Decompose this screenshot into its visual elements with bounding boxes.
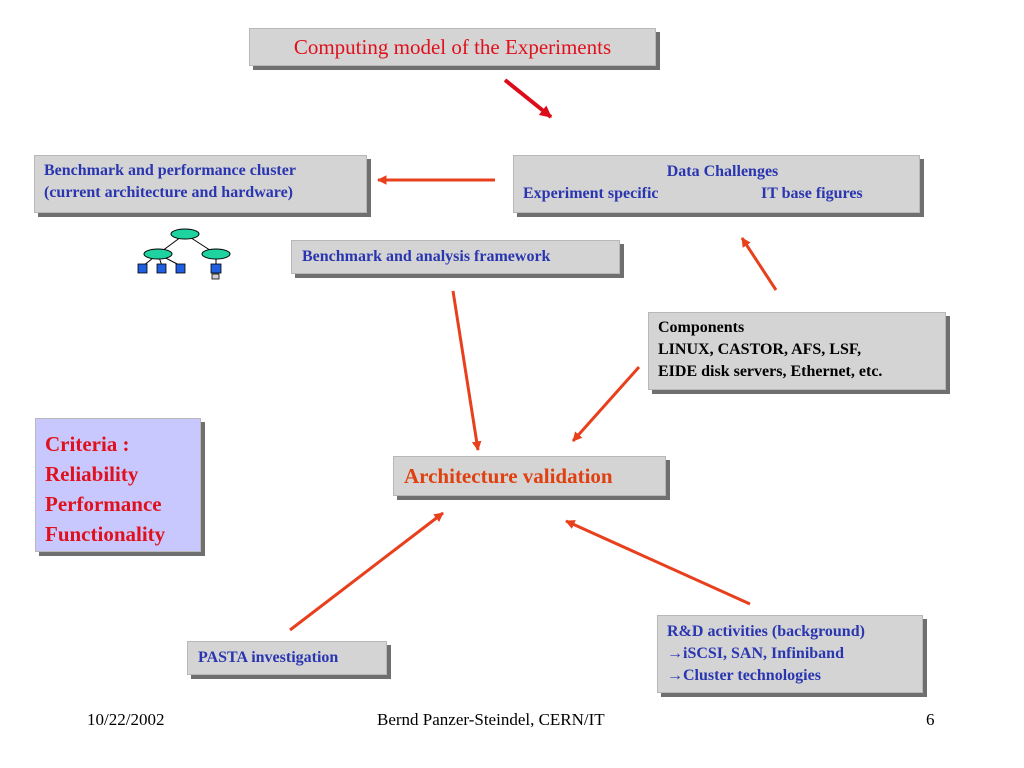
components-title: Components [658,319,745,336]
footer-date: 10/22/2002 [87,710,165,729]
criteria-item: Reliability [45,462,139,486]
arrow-rnd-to-architecture [565,519,751,606]
pasta-box: PASTA investigation [187,641,387,675]
rnd-title: R&D activities (background) [667,623,865,640]
arrow-pasta-to-architecture [289,511,444,632]
arrow-framework-to-architecture [451,290,482,451]
components-line1: LINUX, CASTOR, AFS, LSF, [658,341,862,358]
benchmark-cluster-line2: (current architecture and hardware) [44,184,293,201]
pasta-label: PASTA investigation [198,649,339,666]
framework-label: Benchmark and analysis framework [302,248,551,265]
components-box: Components LINUX, CASTOR, AFS, LSF, EIDE… [648,312,946,390]
rnd-box: R&D activities (background) →iSCSI, SAN,… [657,615,923,693]
slide-title: Computing model of the Experiments [293,35,612,59]
arrow-title-to-challenges [503,78,553,119]
network-tree-icon [137,228,231,280]
data-challenges-right: IT base figures [761,185,863,202]
page-number: 6 [926,710,935,729]
architecture-validation-label: Architecture validation [404,464,613,488]
benchmark-cluster-box: Benchmark and performance cluster (curre… [34,155,367,213]
rnd-line2: →Cluster technologies [667,667,821,684]
data-challenges-title: Data Challenges [666,163,779,180]
components-line2: EIDE disk servers, Ethernet, etc. [658,363,883,380]
framework-box: Benchmark and analysis framework [291,240,620,274]
criteria-box: Criteria : Reliability Performance Funct… [35,418,201,552]
arrow-components-to-challenges [740,237,778,291]
criteria-item: Performance [45,492,162,516]
footer-author: Bernd Panzer-Steindel, CERN/IT [377,710,605,729]
benchmark-cluster-line1: Benchmark and performance cluster [44,162,296,179]
rnd-line1: →iSCSI, SAN, Infiniband [667,645,844,662]
slide-title-box: Computing model of the Experiments [249,28,656,66]
data-challenges-row: Experiment specific IT base figures [514,183,919,205]
criteria-title: Criteria : [45,432,130,456]
criteria-item: Functionality [45,522,166,546]
data-challenges-box: Data Challenges Experiment specific IT ba… [513,155,920,213]
arrow-components-to-architecture [571,366,641,442]
architecture-validation-box: Architecture validation [393,456,666,496]
data-challenges-left: Experiment specific [523,185,659,202]
